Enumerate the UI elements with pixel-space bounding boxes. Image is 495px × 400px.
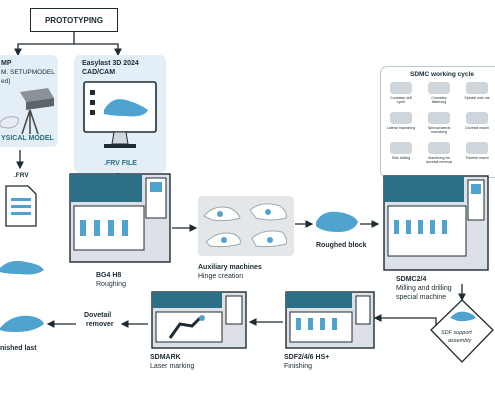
sdmc-cycle-title: SDMC working cycle bbox=[410, 71, 474, 78]
physical-line3: ed) bbox=[1, 78, 11, 85]
roughed-block-illustration bbox=[316, 211, 358, 232]
cycle-cell-label: Conestep drill cycle bbox=[390, 96, 412, 104]
aux-illustration bbox=[203, 203, 287, 248]
roughed-label: Roughed block bbox=[316, 242, 367, 249]
aux-title: Auxiliary machines bbox=[198, 264, 262, 271]
sdf-sub: Finishing bbox=[284, 363, 313, 370]
last-blue-left bbox=[0, 260, 44, 275]
sdmc-machine bbox=[383, 175, 489, 271]
sdf-support-line1: SDF support bbox=[441, 330, 472, 336]
cycle-cell-icon bbox=[466, 142, 488, 154]
cycle-cell-icon bbox=[390, 112, 412, 124]
frv-file-icon bbox=[5, 185, 37, 227]
sdf-support-line2: assembly bbox=[448, 338, 472, 344]
cycle-cell-label: Dovetail machi bbox=[465, 126, 489, 130]
cad-caption: .FRV FILE bbox=[104, 160, 137, 167]
cycle-cell-icon bbox=[390, 142, 412, 154]
prototyping-box: PROTOTYPING bbox=[30, 8, 118, 32]
sdmc-title: SDMC2/4 bbox=[396, 276, 427, 283]
scanner-illustration bbox=[0, 88, 54, 135]
support-diamond bbox=[430, 299, 494, 363]
cad-line2: CAD/CAM bbox=[82, 69, 116, 76]
cycle-cell-label: Thimble machi bbox=[465, 156, 489, 160]
sdmc-sub1: Milling and drilling bbox=[396, 285, 452, 292]
cycle-cell-icon bbox=[428, 82, 450, 94]
sdmark-sub: Laser marking bbox=[150, 363, 195, 370]
physical-caption: YSICAL MODEL bbox=[1, 135, 54, 142]
aux-sub: Hinge creation bbox=[198, 273, 244, 280]
dovetail-line1: Dovetail bbox=[84, 312, 112, 319]
cycle-cell-label: Conestep flattening bbox=[431, 96, 447, 104]
bg4-title: BG4 H8 bbox=[96, 272, 122, 279]
cycle-cell-label: Special side me bbox=[464, 96, 490, 100]
sdf-support-illustration bbox=[450, 311, 476, 322]
cycle-cell-label: Side drilling bbox=[391, 156, 411, 160]
cycle-cell-icon bbox=[390, 82, 412, 94]
sdf-machine bbox=[285, 291, 375, 349]
dovetail-line2: remover bbox=[86, 321, 114, 328]
physical-title: MP bbox=[1, 60, 12, 67]
finished-label: nished last bbox=[0, 345, 37, 352]
physical-line2: M. SETUPMODEL bbox=[1, 69, 55, 76]
cad-title: Easylast 3D 2024 bbox=[82, 60, 139, 67]
bg4-sub: Roughing bbox=[96, 281, 126, 288]
finished-last-illustration bbox=[0, 315, 44, 332]
sdmc-sub2: special machine bbox=[396, 294, 447, 301]
frv-label: .FRV bbox=[14, 172, 29, 179]
cycle-cell-icon bbox=[466, 82, 488, 94]
cycle-cell-label: Lateral machining bbox=[386, 126, 416, 130]
prototyping-label: PROTOTYPING bbox=[44, 15, 104, 25]
sdmark-machine bbox=[151, 291, 247, 349]
cycle-cell-icon bbox=[428, 112, 450, 124]
sdmark-title: SDMARK bbox=[150, 354, 181, 361]
cycle-cell-icon bbox=[428, 142, 450, 154]
sdf-title: SDF2/4/6 HS+ bbox=[284, 354, 330, 361]
cycle-cell-label: Machining for dovetail removal bbox=[425, 156, 453, 164]
monitor-illustration bbox=[83, 81, 157, 148]
bg4-machine bbox=[69, 173, 171, 263]
cycle-cell-icon bbox=[466, 112, 488, 124]
cycle-cell-label: Special lateral machining bbox=[427, 126, 451, 134]
